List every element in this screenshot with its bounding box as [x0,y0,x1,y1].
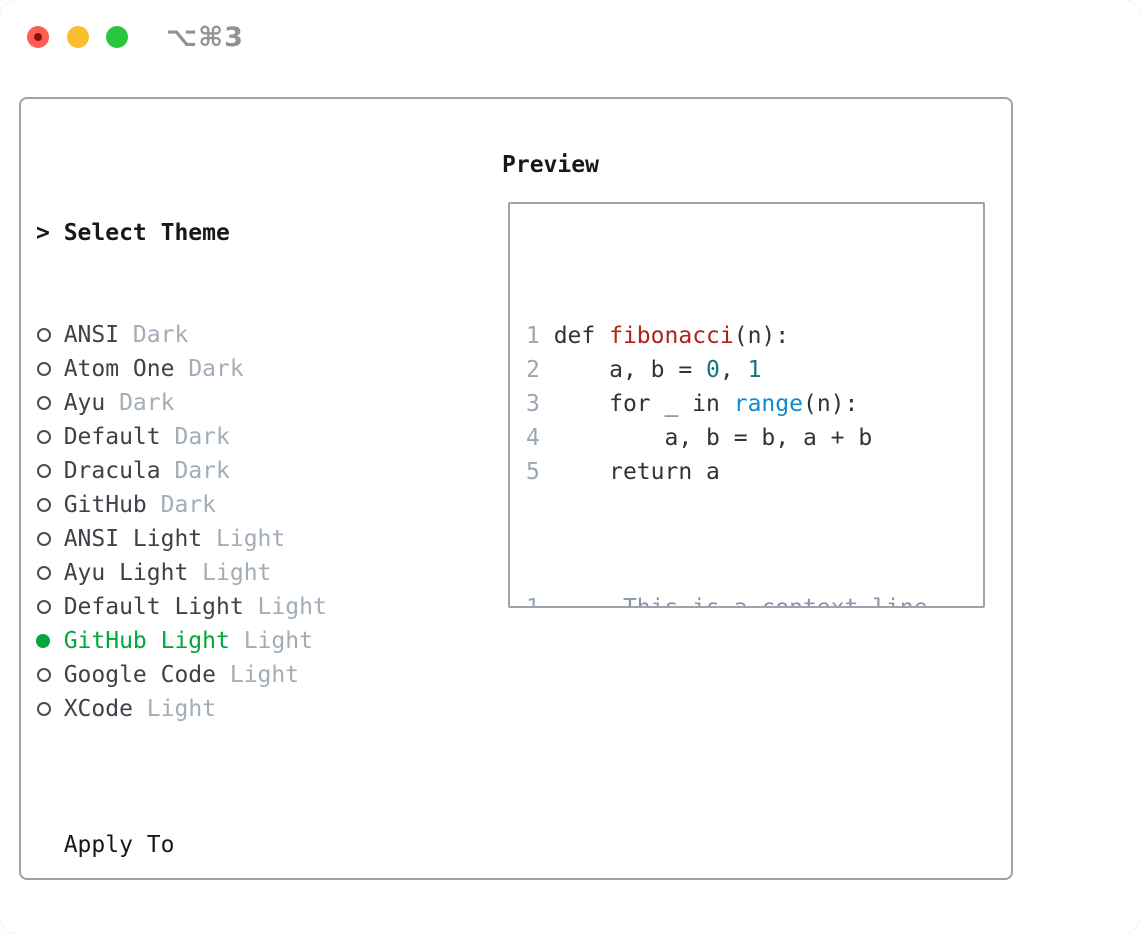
theme-name: Google Code [63,662,217,688]
close-button[interactable] [27,26,49,48]
radio-selected-icon [36,930,64,934]
theme-option-ayu[interactable]: Ayu Dark [36,386,476,420]
line-number: 5 [526,459,540,485]
select-theme-heading-label: Select Theme [63,220,230,246]
theme-option-dracula[interactable]: Dracula Dark [36,454,476,488]
radio-icon [36,318,64,352]
radio-icon [36,590,64,624]
theme-variant-label: Dark [174,356,244,382]
theme-variant-label: Light [229,628,313,654]
code-line: 1 def fibonacci(n): [526,319,971,353]
theme-name: ANSI Light [63,526,203,552]
maximize-button[interactable] [106,26,128,48]
radio-icon [36,352,64,386]
theme-name: Ayu Light [63,560,189,586]
theme-name: Ayu [63,390,106,416]
theme-variant-label: Dark [160,424,230,450]
code-line: 5 return a [526,455,971,489]
theme-variant-label: Light [202,526,286,552]
radio-icon [36,454,64,488]
radio-selected-icon [36,624,64,658]
theme-name: Dracula [63,458,161,484]
code-token-builtin: range [733,391,803,417]
radio-icon [36,658,64,692]
line-number: 1 [526,595,540,608]
apply-option-user-settings[interactable]: User Settings [36,930,476,934]
code-token-plain: return a [539,459,720,485]
apply-heading-indent [36,828,64,862]
code-token-plain: (n): [802,391,859,417]
theme-option-github[interactable]: GitHub Dark [36,488,476,522]
theme-variant-label: Dark [105,390,175,416]
code-token-plain: a, b = b, a + b [539,425,873,451]
code-token-number: 1 [747,357,762,383]
theme-name: Atom One [63,356,175,382]
theme-option-ansi[interactable]: ANSI Dark [36,318,476,352]
theme-name: XCode [63,696,133,722]
diff-block: 1 This is a context line.2 - This line w… [526,591,971,608]
theme-option-default[interactable]: Default Dark [36,420,476,454]
radio-icon [36,420,64,454]
code-token-plain: a, b = [539,357,707,383]
radio-icon [36,692,64,726]
code-token-plain: def [539,323,610,349]
apply-to-heading: Apply To [36,828,476,862]
code-token-plain: for _ in [539,391,734,417]
theme-variant-label: Light [216,662,300,688]
radio-icon [36,522,64,556]
theme-variant-label: Dark [160,458,230,484]
theme-name: ANSI [63,322,120,348]
theme-name: Default Light [63,594,244,620]
theme-variant-label: Light [188,560,272,586]
prompt-icon: > [36,220,50,246]
preview-heading: Preview [502,152,599,178]
theme-name: Default [63,424,161,450]
code-line: 4 a, b = b, a + b [526,421,971,455]
diff-text: This is a context line. [539,595,942,608]
close-dot-icon [34,33,42,41]
code-token-number: 0 [706,357,720,383]
theme-option-atom-one[interactable]: Atom One Dark [36,352,476,386]
line-number: 4 [526,425,540,451]
line-number: 2 [526,357,540,383]
select-theme-heading: > Select Theme [36,216,476,250]
theme-variant-label: Dark [146,492,217,518]
code-token-plain: (n): [733,323,790,349]
radio-icon [36,386,64,420]
apply-list: User SettingsWorkspace Settings [36,930,476,934]
theme-variant-label: Light [132,696,217,722]
theme-option-xcode[interactable]: XCode Light [36,692,476,726]
titlebar: ⌥⌘3 [0,0,1140,75]
theme-option-ansi-light[interactable]: ANSI Light Light [36,522,476,556]
theme-name: GitHub Light [63,628,230,654]
code-line: 3 for _ in range(n): [526,387,971,421]
theme-variant-label: Light [243,594,327,620]
diff-line-context: 1 This is a context line. [526,591,971,608]
theme-variant-label: Dark [119,322,189,348]
apply-to-heading-label: Apply To [63,832,175,858]
code-line: 2 a, b = 0, 1 [526,353,971,387]
radio-icon [36,556,64,590]
minimize-button[interactable] [67,26,89,48]
code-token-plain: , [719,357,748,383]
code-token-function: fibonacci [609,323,734,349]
theme-name: GitHub [63,492,147,518]
theme-option-google-code[interactable]: Google Code Light [36,658,476,692]
line-number: 3 [526,391,540,417]
theme-option-ayu-light[interactable]: Ayu Light Light [36,556,476,590]
theme-option-default-light[interactable]: Default Light Light [36,590,476,624]
line-number: 1 [526,323,540,349]
theme-option-github-light[interactable]: GitHub Light Light [36,624,476,658]
window-title: ⌥⌘3 [166,22,244,53]
radio-icon [36,488,64,522]
